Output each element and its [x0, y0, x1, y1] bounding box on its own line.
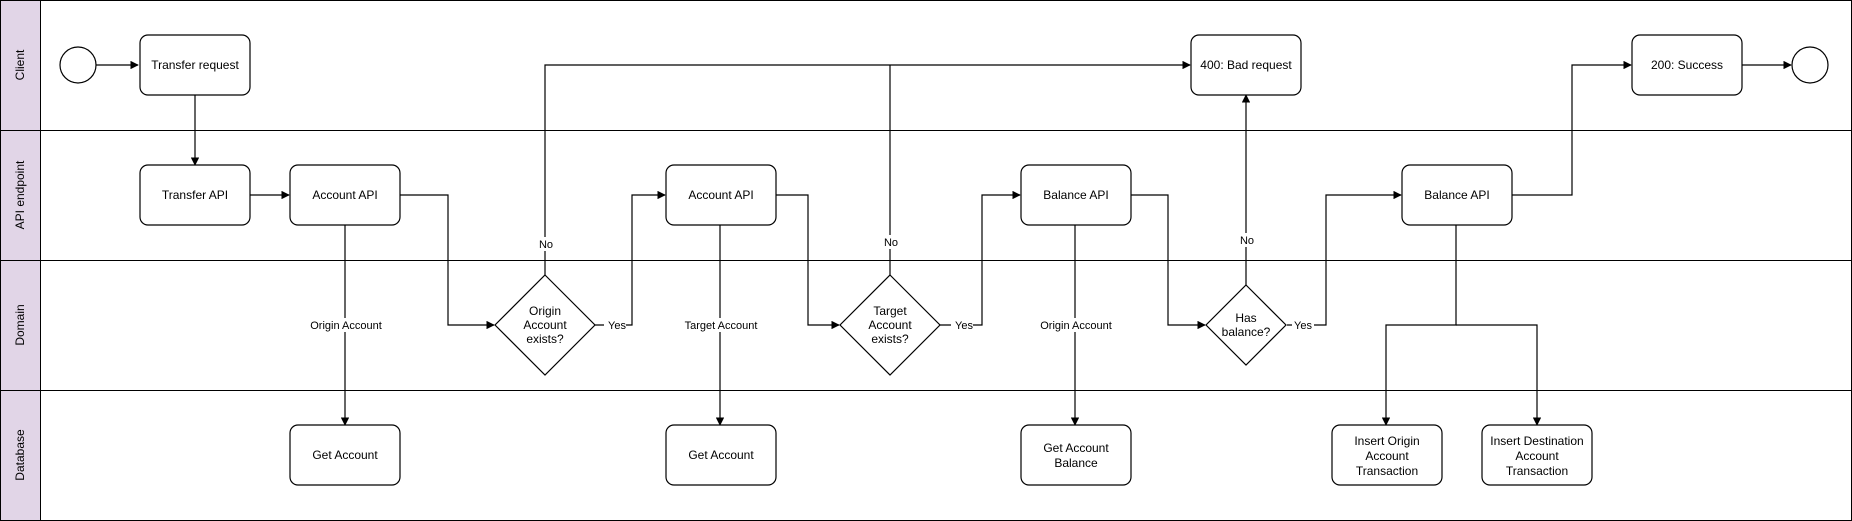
node-label: Get Account: [688, 448, 754, 462]
node-label: Balance API: [1424, 188, 1489, 202]
node-transfer-api: Transfer API: [139, 164, 251, 226]
node-label-line-1: Insert Origin: [1354, 434, 1419, 448]
decision-line-2: Account: [523, 318, 567, 332]
node-success: 200: Success: [1631, 34, 1743, 96]
node-balance-api-1: Balance API: [1020, 164, 1132, 226]
node-label: Get Account: [312, 448, 378, 462]
edge-label-target-yes: Yes: [955, 320, 973, 332]
node-get-account-balance: Get Account Balance: [1020, 424, 1132, 486]
lane-label-database: Database: [13, 429, 27, 481]
node-label-line-1: Insert Destination: [1490, 434, 1583, 448]
node-label-line-1: Get Account: [1043, 441, 1109, 455]
node-balance-api-2: Balance API: [1401, 164, 1513, 226]
edge-label-balance-no: No: [1240, 235, 1254, 247]
nodes: Transfer request 400: Bad request 200: S…: [59, 34, 1829, 486]
edge-label-target-account: Target Account: [685, 320, 758, 332]
edge-label-bg: [1292, 318, 1314, 332]
node-account-api-2: Account API: [665, 164, 777, 226]
edge-label-bg: [951, 318, 973, 332]
lane-label-client: Client: [13, 49, 27, 80]
lane-label-api: API endpoint: [13, 160, 27, 229]
node-label: 400: Bad request: [1200, 58, 1292, 72]
start-event: [59, 46, 97, 84]
node-label-line-3: Transaction: [1506, 464, 1568, 478]
edge-label-bg: [881, 235, 901, 249]
node-insert-origin: Insert Origin Account Transaction: [1331, 424, 1443, 486]
edge-label-origin-account: Origin Account: [310, 320, 382, 332]
node-get-account-1: Get Account: [289, 424, 401, 486]
node-label: Transfer API: [162, 188, 228, 202]
node-label: Balance API: [1043, 188, 1108, 202]
edge-label-bg: [308, 318, 384, 332]
node-get-account-2: Get Account: [665, 424, 777, 486]
decision-target-exists: Target Account exists?: [839, 274, 941, 376]
decision-line-1: Target: [873, 304, 907, 318]
node-label-line-2: Balance: [1054, 456, 1098, 470]
edge-label-bg: [1038, 318, 1114, 332]
edge-balance-api-2-to-insert-destination: [1456, 324, 1542, 426]
lane-header-database: [0, 390, 41, 521]
node-label-line-2: Account: [1365, 449, 1409, 463]
node-label: Account API: [312, 188, 377, 202]
edge-origin-no-and-target-no-to-bad-request: [544, 60, 1191, 275]
node-label: 200: Success: [1651, 58, 1723, 72]
node-account-api-1: Account API: [289, 164, 401, 226]
edge-balance-api-2-to-insert-origin: [1381, 225, 1457, 426]
node-insert-destination: Insert Destination Account Transaction: [1481, 424, 1593, 486]
node-label-line-2: Account: [1515, 449, 1559, 463]
edge-label-origin-yes: Yes: [608, 320, 626, 332]
edge-label-bg: [683, 318, 759, 332]
edge-label-origin-no: No: [539, 239, 553, 251]
edge-labels: Origin Account Target Account Origin Acc…: [308, 233, 1314, 332]
decision-line-1: Origin: [529, 304, 561, 318]
decision-origin-exists: Origin Account exists?: [494, 274, 596, 376]
edge-account-api-2-to-target-exists: [775, 194, 840, 330]
decision-has-balance: Has balance?: [1205, 284, 1287, 366]
decision-line-2: balance?: [1222, 325, 1271, 339]
decision-line-1: Has: [1235, 311, 1256, 325]
end-event: [1791, 46, 1829, 84]
node-bad-request: 400: Bad request: [1190, 34, 1302, 96]
node-label: Transfer request: [151, 58, 239, 72]
node-label: Account API: [688, 188, 753, 202]
edge-account-api-1-to-origin-exists: [400, 194, 495, 330]
node-transfer-request: Transfer request: [139, 34, 251, 96]
decision-line-3: exists?: [526, 332, 564, 346]
lane-label-domain: Domain: [13, 304, 27, 345]
edge-balance-api-2-to-success: [1511, 60, 1632, 196]
edge-label-origin-account-balance: Origin Account: [1040, 320, 1112, 332]
decision-line-2: Account: [868, 318, 912, 332]
edge-label-bg: [536, 237, 556, 251]
lane-header-api: [0, 130, 41, 261]
edge-label-target-no: No: [884, 237, 898, 249]
edge-label-bg: [604, 318, 626, 332]
edge-balance-api-1-to-has-balance: [1130, 194, 1206, 330]
decision-line-3: exists?: [871, 332, 909, 346]
edge-label-bg: [1237, 233, 1257, 247]
node-label-line-3: Transaction: [1356, 464, 1418, 478]
edge-label-balance-yes: Yes: [1294, 320, 1312, 332]
